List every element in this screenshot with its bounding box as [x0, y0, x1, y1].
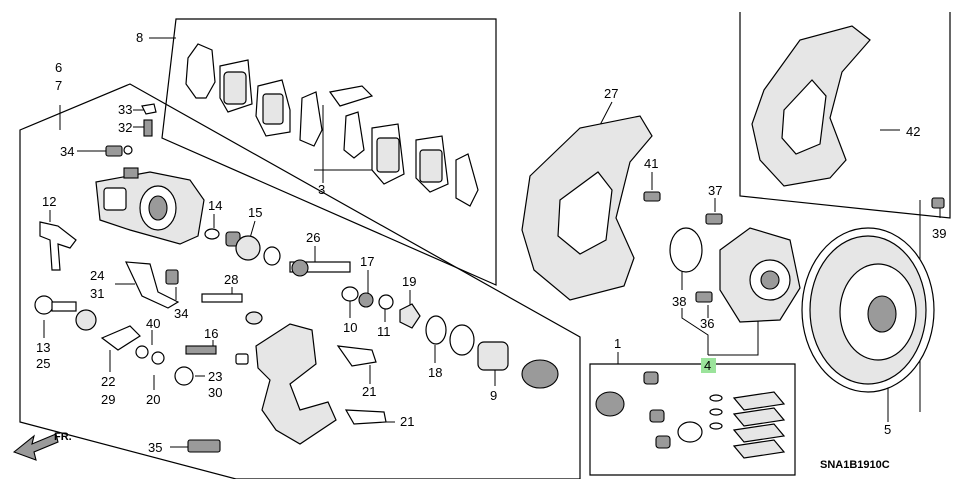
brake-disc[interactable] — [801, 227, 935, 393]
callout-32[interactable]: 32 — [118, 120, 132, 135]
callout-42[interactable]: 42 — [906, 124, 920, 139]
callout-16[interactable]: 16 — [204, 326, 218, 341]
callout-34-mid[interactable]: 34 — [174, 306, 188, 321]
callout-7[interactable]: 7 — [55, 78, 62, 93]
splash-guard-alt[interactable] — [751, 25, 871, 187]
callout-3[interactable]: 3 — [318, 182, 325, 197]
callout-33[interactable]: 33 — [118, 102, 132, 117]
callout-26[interactable]: 26 — [306, 230, 320, 245]
diagram-code: SNA1B1910C — [820, 459, 890, 471]
callout-11[interactable]: 11 — [377, 324, 391, 339]
callout-4-highlight — [701, 358, 716, 373]
callout-34-top[interactable]: 34 — [60, 144, 74, 159]
callout-labels: 8 6 7 33 32 34 3 12 14 15 26 17 19 28 24… — [36, 30, 946, 471]
callout-39[interactable]: 39 — [932, 226, 946, 241]
callout-14[interactable]: 14 — [208, 198, 222, 213]
callout-9[interactable]: 9 — [490, 388, 497, 403]
seal-kit[interactable] — [595, 371, 786, 459]
callout-40[interactable]: 40 — [146, 316, 160, 331]
caliper-pins-boots[interactable] — [201, 228, 559, 389]
callout-37[interactable]: 37 — [708, 183, 722, 198]
hub-bearing[interactable] — [669, 213, 801, 323]
callout-27[interactable]: 27 — [604, 86, 618, 101]
callout-17[interactable]: 17 — [360, 254, 374, 269]
front-direction-arrow: FR. — [12, 431, 72, 461]
callout-36[interactable]: 36 — [700, 316, 714, 331]
callout-8[interactable]: 8 — [136, 30, 143, 45]
leader-lines — [43, 37, 941, 448]
callout-21-upper[interactable]: 21 — [362, 384, 376, 399]
callout-15[interactable]: 15 — [248, 205, 262, 220]
front-direction-label: FR. — [54, 431, 72, 443]
callout-21-lower[interactable]: 21 — [400, 414, 414, 429]
callout-24[interactable]: 24 — [90, 268, 104, 283]
callout-19[interactable]: 19 — [402, 274, 416, 289]
callout-28[interactable]: 28 — [224, 272, 238, 287]
callout-41[interactable]: 41 — [644, 156, 658, 171]
callout-6[interactable]: 6 — [55, 60, 62, 75]
brake-pad-set[interactable] — [185, 43, 479, 207]
callout-18[interactable]: 18 — [428, 365, 442, 380]
callout-22[interactable]: 22 — [101, 374, 115, 389]
callout-4[interactable]: 4 — [704, 358, 711, 373]
bolt-41[interactable] — [643, 191, 661, 202]
splash-guard[interactable] — [521, 115, 653, 301]
callout-23[interactable]: 23 — [208, 369, 222, 384]
callout-13[interactable]: 13 — [36, 340, 50, 355]
bolt-39[interactable] — [931, 197, 945, 209]
callout-10[interactable]: 10 — [343, 320, 357, 335]
callout-12[interactable]: 12 — [42, 194, 56, 209]
callout-25[interactable]: 25 — [36, 356, 50, 371]
callout-1[interactable]: 1 — [614, 336, 621, 351]
callout-31[interactable]: 31 — [90, 286, 104, 301]
callout-29[interactable]: 29 — [101, 392, 115, 407]
callout-5[interactable]: 5 — [884, 422, 891, 437]
callout-20[interactable]: 20 — [146, 392, 160, 407]
caliper-body[interactable] — [95, 167, 205, 245]
callout-30[interactable]: 30 — [208, 385, 222, 400]
caliper-hardware-left[interactable] — [34, 103, 249, 453]
callout-35[interactable]: 35 — [148, 440, 162, 455]
callout-38[interactable]: 38 — [672, 294, 686, 309]
frame-lines — [19, 12, 951, 479]
caliper-bracket[interactable] — [255, 323, 387, 445]
